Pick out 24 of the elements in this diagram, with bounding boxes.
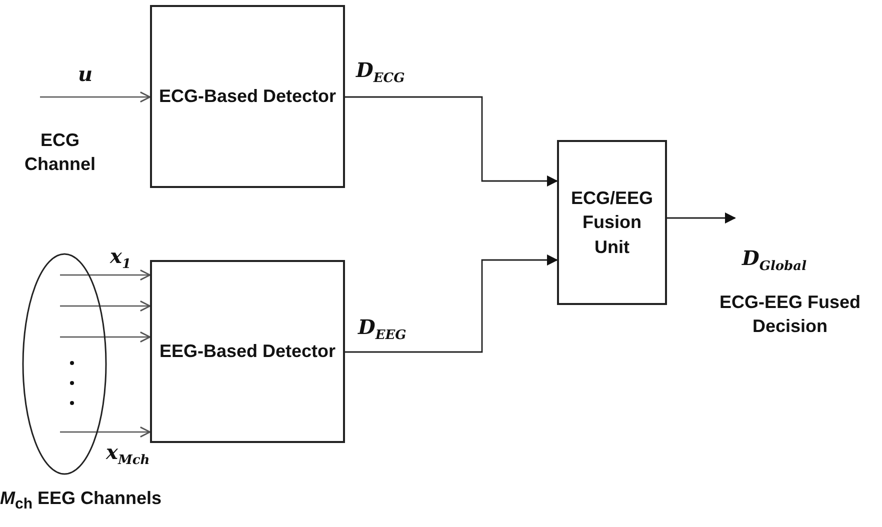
arrow [60, 300, 151, 312]
edge-label: x$_{1}$ [110, 244, 131, 272]
channel-ellipse [22, 253, 107, 475]
edge-label: u [78, 62, 93, 86]
arrow [40, 91, 151, 103]
arrow [345, 96, 558, 187]
node-label: EEG-Based Detector [158, 340, 337, 364]
node-label: M$_{ch}$ EEG Channels [0, 487, 162, 515]
text-label: ECG-EEG Fused Decision [718, 291, 862, 338]
arrow [345, 254, 558, 353]
arrow [60, 331, 151, 343]
arrow [60, 426, 151, 438]
edge-label: x$_{Mch}$ [106, 440, 150, 468]
edge-label: D$_{Global}$ [742, 246, 807, 274]
detector-box [150, 5, 345, 188]
node-label: ECG-Based Detector [158, 85, 337, 108]
edge-label: D$_{EEG}$ [358, 315, 406, 343]
fusion-box [557, 140, 667, 305]
arrow [60, 269, 151, 281]
edge-label: D$_{ECG}$ [356, 58, 405, 86]
arrow [667, 212, 736, 224]
node-label: ECG/EEG Fusion Unit [570, 187, 654, 259]
detector-box [150, 260, 345, 443]
text-label: ECG Channel [23, 129, 96, 176]
